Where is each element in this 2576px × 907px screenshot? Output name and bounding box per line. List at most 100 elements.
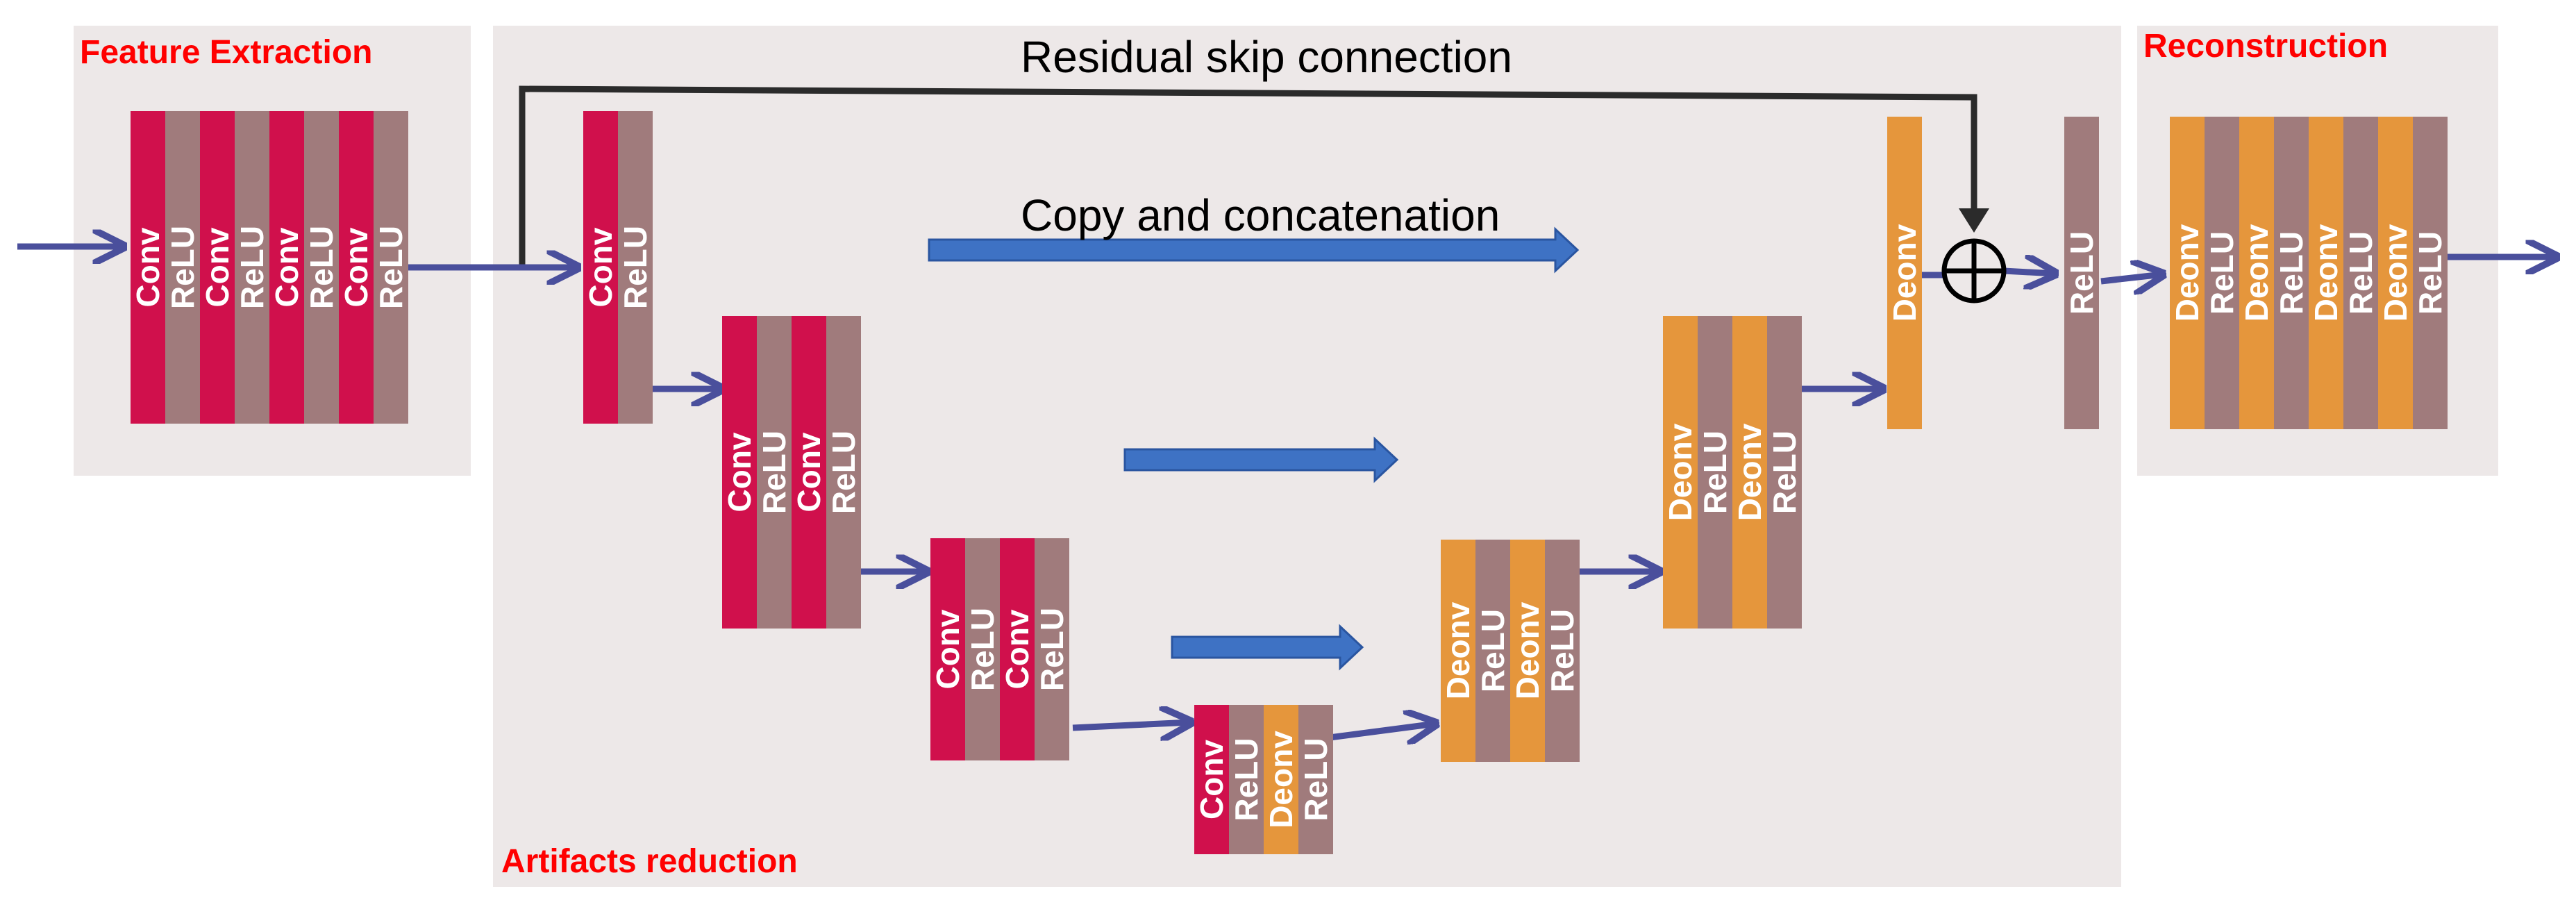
layer-label-enc2-2: Conv <box>791 432 827 512</box>
layer-label-fe-2: Conv <box>199 227 235 307</box>
layer-label-dec1-0: Deonv <box>1887 224 1923 322</box>
copy-concat-label: Copy and concatenation <box>1021 190 1500 240</box>
layer-label-enc1-1: ReLU <box>617 226 653 309</box>
layer-label-recon-7: ReLU <box>2412 231 2448 315</box>
layer-fe-7-relu <box>374 111 408 424</box>
sum-node <box>1941 238 2007 303</box>
layer-fe-4-conv <box>269 111 304 424</box>
layer-enc2-1-relu <box>757 316 792 629</box>
layer-label-enc2-0: Conv <box>721 432 758 512</box>
layer-enc3-1-relu <box>965 538 1000 760</box>
residual-skip-label: Residual skip connection <box>1021 32 1512 82</box>
layer-label-fe-4: Conv <box>269 227 305 307</box>
copy-concat-arrow-low <box>1171 624 1364 671</box>
layer-label-dec2-3: ReLU <box>1766 431 1803 514</box>
layer-dec2-2-deonv <box>1732 316 1767 629</box>
layer-enc3-0-conv <box>930 538 965 760</box>
layer-dec2-1-relu <box>1698 316 1732 629</box>
layer-label-dec2-1: ReLU <box>1697 431 1733 514</box>
layer-fe-6-conv <box>339 111 374 424</box>
layer-label-enc3-3: ReLU <box>1034 608 1070 691</box>
feature-extraction-title: Feature Extraction <box>80 34 372 71</box>
flow-arrows <box>17 247 2557 738</box>
layer-dec3-3-relu <box>1545 540 1580 762</box>
layer-recon-0-deonv <box>2170 117 2205 429</box>
layer-dec2-3-relu <box>1767 316 1802 629</box>
layer-enc1-0-conv <box>583 111 618 424</box>
layer-fe-0-conv <box>131 111 165 424</box>
layer-enc1-1-relu <box>618 111 653 424</box>
layer-label-enc3-1: ReLU <box>964 608 1001 691</box>
residual-skip-line <box>519 85 1977 267</box>
layer-recon-3-relu <box>2274 117 2309 429</box>
layer-dec3-1-relu <box>1475 540 1510 762</box>
layer-label-fe-6: Conv <box>338 227 374 307</box>
layer-bott-0-conv <box>1194 705 1229 854</box>
sum-to-relu-arrow <box>2003 271 2055 274</box>
layer-fe-3-relu <box>235 111 269 424</box>
layer-label-dec2-2: Deonv <box>1732 423 1768 521</box>
layer-label-dec3-0: Deonv <box>1440 601 1476 699</box>
layer-label-enc2-3: ReLU <box>826 431 862 514</box>
layer-label-bott-1: ReLU <box>1228 738 1264 821</box>
layer-label-fe-0: Conv <box>130 227 166 307</box>
layer-label-fe-3: ReLU <box>234 226 270 309</box>
layer-label-recon-2: Deonv <box>2239 224 2275 322</box>
copy-concat-arrow-top <box>928 226 1580 274</box>
layer-label-relu_out-0: ReLU <box>2064 231 2100 315</box>
copy-concat-arrow-mid <box>1123 436 1399 483</box>
layer-bott-3-relu <box>1298 705 1333 854</box>
layer-recon-1-relu <box>2205 117 2239 429</box>
layer-dec1-0-deonv <box>1887 117 1922 429</box>
layer-enc2-3-relu <box>826 316 861 629</box>
layer-label-recon-6: Deonv <box>2377 224 2414 322</box>
layer-label-recon-4: Deonv <box>2308 224 2344 322</box>
layer-label-dec3-2: Deonv <box>1509 601 1546 699</box>
layer-bott-1-relu <box>1229 705 1264 854</box>
layer-label-recon-0: Deonv <box>2169 224 2205 322</box>
layer-label-fe-1: ReLU <box>165 226 201 309</box>
layer-label-recon-1: ReLU <box>2204 231 2240 315</box>
layer-label-fe-5: ReLU <box>303 226 340 309</box>
layer-label-dec3-3: ReLU <box>1544 609 1580 692</box>
layer-label-recon-5: ReLU <box>2343 231 2379 315</box>
layer-fe-2-conv <box>200 111 235 424</box>
layer-enc2-2-conv <box>792 316 826 629</box>
block-dec1: Deonv <box>1887 117 1923 429</box>
layer-label-bott-0: Conv <box>1194 740 1230 819</box>
layer-enc2-0-conv <box>722 316 757 629</box>
layer-label-fe-7: ReLU <box>373 226 409 309</box>
residual-skip-arrowhead <box>1959 208 1989 233</box>
layer-fe-1-relu <box>165 111 200 424</box>
layer-label-enc1-0: Conv <box>583 227 619 307</box>
layer-enc3-2-conv <box>1000 538 1035 760</box>
layer-label-dec2-0: Deonv <box>1662 423 1698 521</box>
bott-to-dec3-arrow <box>1329 724 1436 738</box>
layer-dec3-2-deonv <box>1510 540 1545 762</box>
layer-recon-5-relu <box>2343 117 2378 429</box>
layer-recon-7-relu <box>2413 117 2448 429</box>
layer-bott-2-deonv <box>1264 705 1298 854</box>
layer-label-enc3-2: Conv <box>999 609 1035 689</box>
layer-recon-4-deonv <box>2309 117 2343 429</box>
layer-label-dec3-1: ReLU <box>1475 609 1511 692</box>
relu-to-recon-arrow <box>2100 274 2163 281</box>
layer-label-enc2-1: ReLU <box>756 431 792 514</box>
layer-relu_out-0-relu <box>2064 117 2099 429</box>
enc3-to-bott-arrow <box>1072 722 1191 728</box>
layer-dec2-0-deonv <box>1663 316 1698 629</box>
reconstruction-title: Reconstruction <box>2143 28 2388 65</box>
layer-recon-6-deonv <box>2378 117 2413 429</box>
layer-fe-5-relu <box>304 111 339 424</box>
artifacts-reduction-title: Artifacts reduction <box>501 843 798 880</box>
